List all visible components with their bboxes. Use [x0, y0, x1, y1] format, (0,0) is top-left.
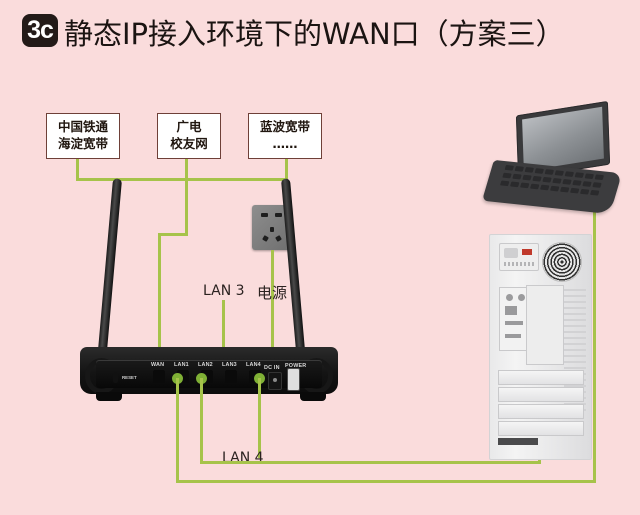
socket-hole-right — [275, 213, 282, 217]
cable-power — [271, 250, 274, 366]
cable-lan3-leader — [222, 300, 225, 366]
desktop-pc-tower — [489, 234, 592, 460]
isp-box-guangdian: 广电 校友网 — [157, 113, 221, 159]
antenna-right — [280, 178, 306, 363]
tower-audio-jacks — [505, 334, 521, 338]
tower-psu-panel — [499, 243, 539, 271]
callout-lan3: LAN 3 — [203, 283, 245, 299]
cable-wan-elbow — [158, 233, 188, 236]
tower-expansion-slot-1 — [498, 370, 584, 385]
tower-expansion-bracket — [526, 285, 564, 365]
cable-lan1-drop — [176, 378, 179, 482]
router-foot-left — [96, 392, 122, 401]
tower-ps2-port-2 — [518, 294, 525, 301]
antenna-left — [97, 178, 123, 363]
router-reset-hole — [113, 372, 118, 383]
tower-ps2-port-1 — [506, 294, 513, 301]
tower-expansion-slot-4 — [498, 421, 584, 436]
tower-psu-switch — [522, 249, 532, 255]
cable-isp3-drop — [285, 159, 288, 180]
router-port-label-lan2: LAN2 — [198, 362, 213, 368]
isp-box-tietong: 中国铁通 海淀宽带 — [46, 113, 120, 159]
isp-box-lanbo-line2: …… — [272, 136, 298, 151]
router-port-label-lan3: LAN3 — [222, 362, 237, 368]
laptop — [481, 100, 623, 218]
cable-lan2-run — [200, 461, 541, 464]
isp-box-tietong-line2: 海淀宽带 — [57, 136, 108, 151]
page-title: 静态IP接入环境下的WAN口（方案三） — [64, 17, 565, 51]
cable-wan-riser — [185, 178, 188, 235]
tower-expansion-slot-3 — [498, 404, 584, 419]
tower-expansion-slot-2 — [498, 387, 584, 402]
isp-box-tietong-line1: 中国铁通 — [57, 119, 108, 134]
cable-lan1-run — [176, 480, 596, 483]
cable-lan1-riser — [593, 205, 596, 481]
tower-serial-port — [505, 321, 523, 325]
socket-hole-left — [261, 213, 268, 217]
tower-psu-socket — [504, 248, 518, 258]
router-port-label-wan: WAN — [151, 362, 165, 368]
header: 3c 静态IP接入环境下的WAN口（方案三） — [0, 0, 640, 62]
router-dc-label: DC IN — [264, 365, 280, 371]
router-power-label: POWER — [285, 363, 307, 369]
cable-lan2-drop — [200, 378, 203, 463]
socket-hole-live — [262, 235, 269, 242]
router-foot-right — [300, 392, 326, 401]
section-badge: 3c — [22, 14, 58, 47]
tower-bottom-bar — [498, 438, 538, 445]
router-port-label-lan4: LAN4 — [246, 362, 261, 368]
tower-psu-vent — [504, 262, 534, 266]
cable-isp1-drop — [76, 159, 79, 180]
router-jack-wan — [153, 370, 165, 383]
isp-box-guangdian-line2: 校友网 — [170, 136, 208, 151]
socket-hole-neutral — [275, 235, 282, 242]
router-port-label-lan1: LAN1 — [174, 362, 189, 368]
isp-box-lanbo-line1: 蓝波宽带 — [259, 119, 310, 134]
router-power-button[interactable] — [287, 368, 300, 391]
tower-fan-grille — [542, 242, 582, 282]
router-jack-lan3 — [225, 370, 237, 383]
cable-lan4-drop — [258, 378, 261, 458]
cable-wan-drop — [158, 233, 161, 366]
router-reset-label: RESET — [122, 375, 137, 380]
cable-isp-bus — [76, 178, 288, 181]
tower-usb-ports — [505, 306, 517, 315]
router-dc-jack — [268, 372, 282, 390]
socket-hole-ground — [270, 227, 274, 232]
isp-box-lanbo: 蓝波宽带 …… — [248, 113, 322, 159]
cable-isp2-drop — [185, 159, 188, 180]
isp-box-guangdian-line1: 广电 — [176, 119, 202, 134]
callout-power: 电源 — [257, 284, 288, 302]
